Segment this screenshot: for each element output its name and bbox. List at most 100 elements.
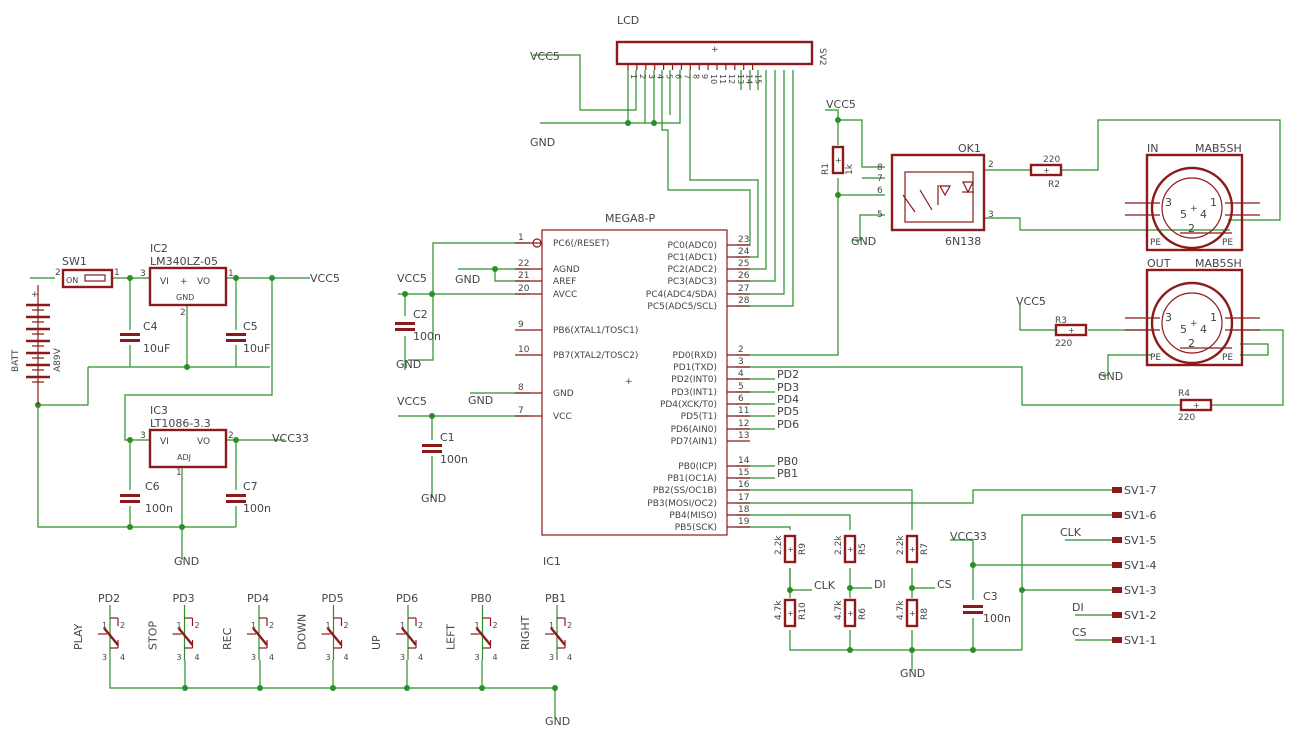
lcd-pin: 1 [629,74,638,79]
net-cs: CS [937,578,952,591]
ic2-ref: IC2 [150,242,168,255]
net-vcc5: VCC5 [1016,295,1046,308]
din-pin: 2 [1188,337,1195,350]
mcu-pin-label: PC1(ADC1) [667,253,717,263]
lcd-pin: 13 [736,74,745,84]
net-vcc5: VCC5 [530,50,560,63]
svg-text:GND: GND [176,293,194,302]
switch-pin: 3 [251,653,256,662]
net-gnd: GND [545,715,570,728]
net-vcc5: VCC5 [397,395,427,408]
net-gnd: GND [468,394,493,407]
switch-pin: 1 [177,621,182,630]
net-vcc33: VCC33 [950,530,987,543]
mcu-pin-num: 25 [738,259,749,269]
svg-text:VO: VO [197,277,210,287]
din-pin: 3 [1165,311,1172,324]
resistor-ref: R3 [1055,316,1067,326]
svg-text:+: + [625,377,633,387]
cap-ref: C6 [145,480,160,493]
cap-ref: C5 [243,320,258,333]
switch-pin: 1 [102,621,107,630]
din-pin: 4 [1200,323,1207,336]
mcu-pin-num: 14 [738,456,750,466]
switch-pin: 1 [549,621,554,630]
mcu-pin-num: 2 [738,345,744,355]
mcu-pin-label: PD6(AIN0) [671,425,717,435]
resistor-ref: R10 [798,602,808,620]
mcu-pin-label: PB6(XTAL1/TOSC1) [553,326,638,336]
resistor-ref: R6 [858,608,868,620]
switch-pin: 2 [269,621,274,630]
net-tag: PD4 [777,393,799,406]
svg-text:1: 1 [228,269,234,279]
net-tag: PD3 [777,381,799,394]
resistor-ref: R9 [798,543,808,555]
ic3-ref: IC3 [150,404,168,417]
header-pin: SV1-3 [1124,584,1156,597]
switch-pin: 3 [400,653,405,662]
lcd-pin: 11 [718,74,727,84]
mcu-pin-label: AREF [553,277,576,287]
svg-text:+: + [1068,326,1075,335]
mcu-pin-label: PC3(ADC3) [667,277,717,287]
switch-pin: 1 [400,621,405,630]
cap-ref: C4 [143,320,158,333]
mcu-pin-label: PC5(ADC5/SCL) [647,302,717,312]
net-di: DI [874,578,886,591]
svg-text:6: 6 [877,186,883,196]
ic2-part: LM340LZ-05 [150,255,218,268]
din-pe: PE [1150,353,1161,363]
header-pin: SV1-6 [1124,509,1156,522]
din-pe: PE [1222,238,1233,248]
resistor-value: 1k [845,163,855,175]
net-gnd: GND [174,555,199,568]
lcd-pin: 12 [727,74,736,84]
resistor-value: 220 [1043,155,1060,165]
mcu-pin-num: 12 [738,419,749,429]
svg-text:+: + [909,545,916,554]
switch-pin: 3 [326,653,331,662]
batt-part: A89V [53,347,63,372]
din-ref: IN [1147,142,1158,155]
header-pin: SV1-7 [1124,484,1156,497]
net-tag: PB0 [777,455,798,468]
mcu-pin-num: 21 [518,271,529,281]
lcd-pin: 14 [745,74,754,84]
mcu-pin-num: 24 [738,247,750,257]
cap-value: 10uF [243,342,270,355]
resistor-value: 220 [1055,339,1072,349]
mcu-pin-label: PD2(INT0) [671,375,717,385]
switch-net: PD4 [247,592,269,605]
switch-net: PD6 [396,592,418,605]
switch-net: PB1 [545,592,566,605]
mcu-pin-num: 5 [738,382,744,392]
mcu-pin-num: 16 [738,480,750,490]
switch-pin: 3 [102,653,107,662]
mcu-pin-label: VCC [553,412,572,422]
mcu-pin-label: PB2(SS/OC1B) [653,486,717,496]
lcd-pin: 2 [638,74,647,79]
svg-text:2: 2 [55,268,61,278]
switch-label: REC [221,627,234,650]
switch-pin: 4 [344,653,349,662]
switch-pin: 1 [475,621,480,630]
svg-text:5: 5 [877,210,883,220]
lcd-pin: 8 [691,74,700,79]
svg-text:3: 3 [988,210,994,220]
header-pin: SV1-2 [1124,609,1156,622]
net-gnd: GND [851,235,876,248]
mcu-pin-label: PD7(AIN1) [671,437,717,447]
switch-pin: 4 [120,653,125,662]
svg-text:ADJ: ADJ [177,453,191,462]
mcu-pin-label: PC2(ADC2) [667,265,717,275]
regulator-ic3: IC3 LT1086-3.3 VI VO ADJ 3 2 1 [140,404,234,478]
svg-text:7: 7 [877,174,883,184]
switch-net: PD5 [322,592,344,605]
switch-net: PB0 [471,592,492,605]
svg-text:+: + [1193,401,1200,410]
lcd-label: LCD [617,14,639,27]
mcu: MEGA8-P IC1 + 1PC6(/RESET)22AGND21AREF20… [515,212,799,568]
